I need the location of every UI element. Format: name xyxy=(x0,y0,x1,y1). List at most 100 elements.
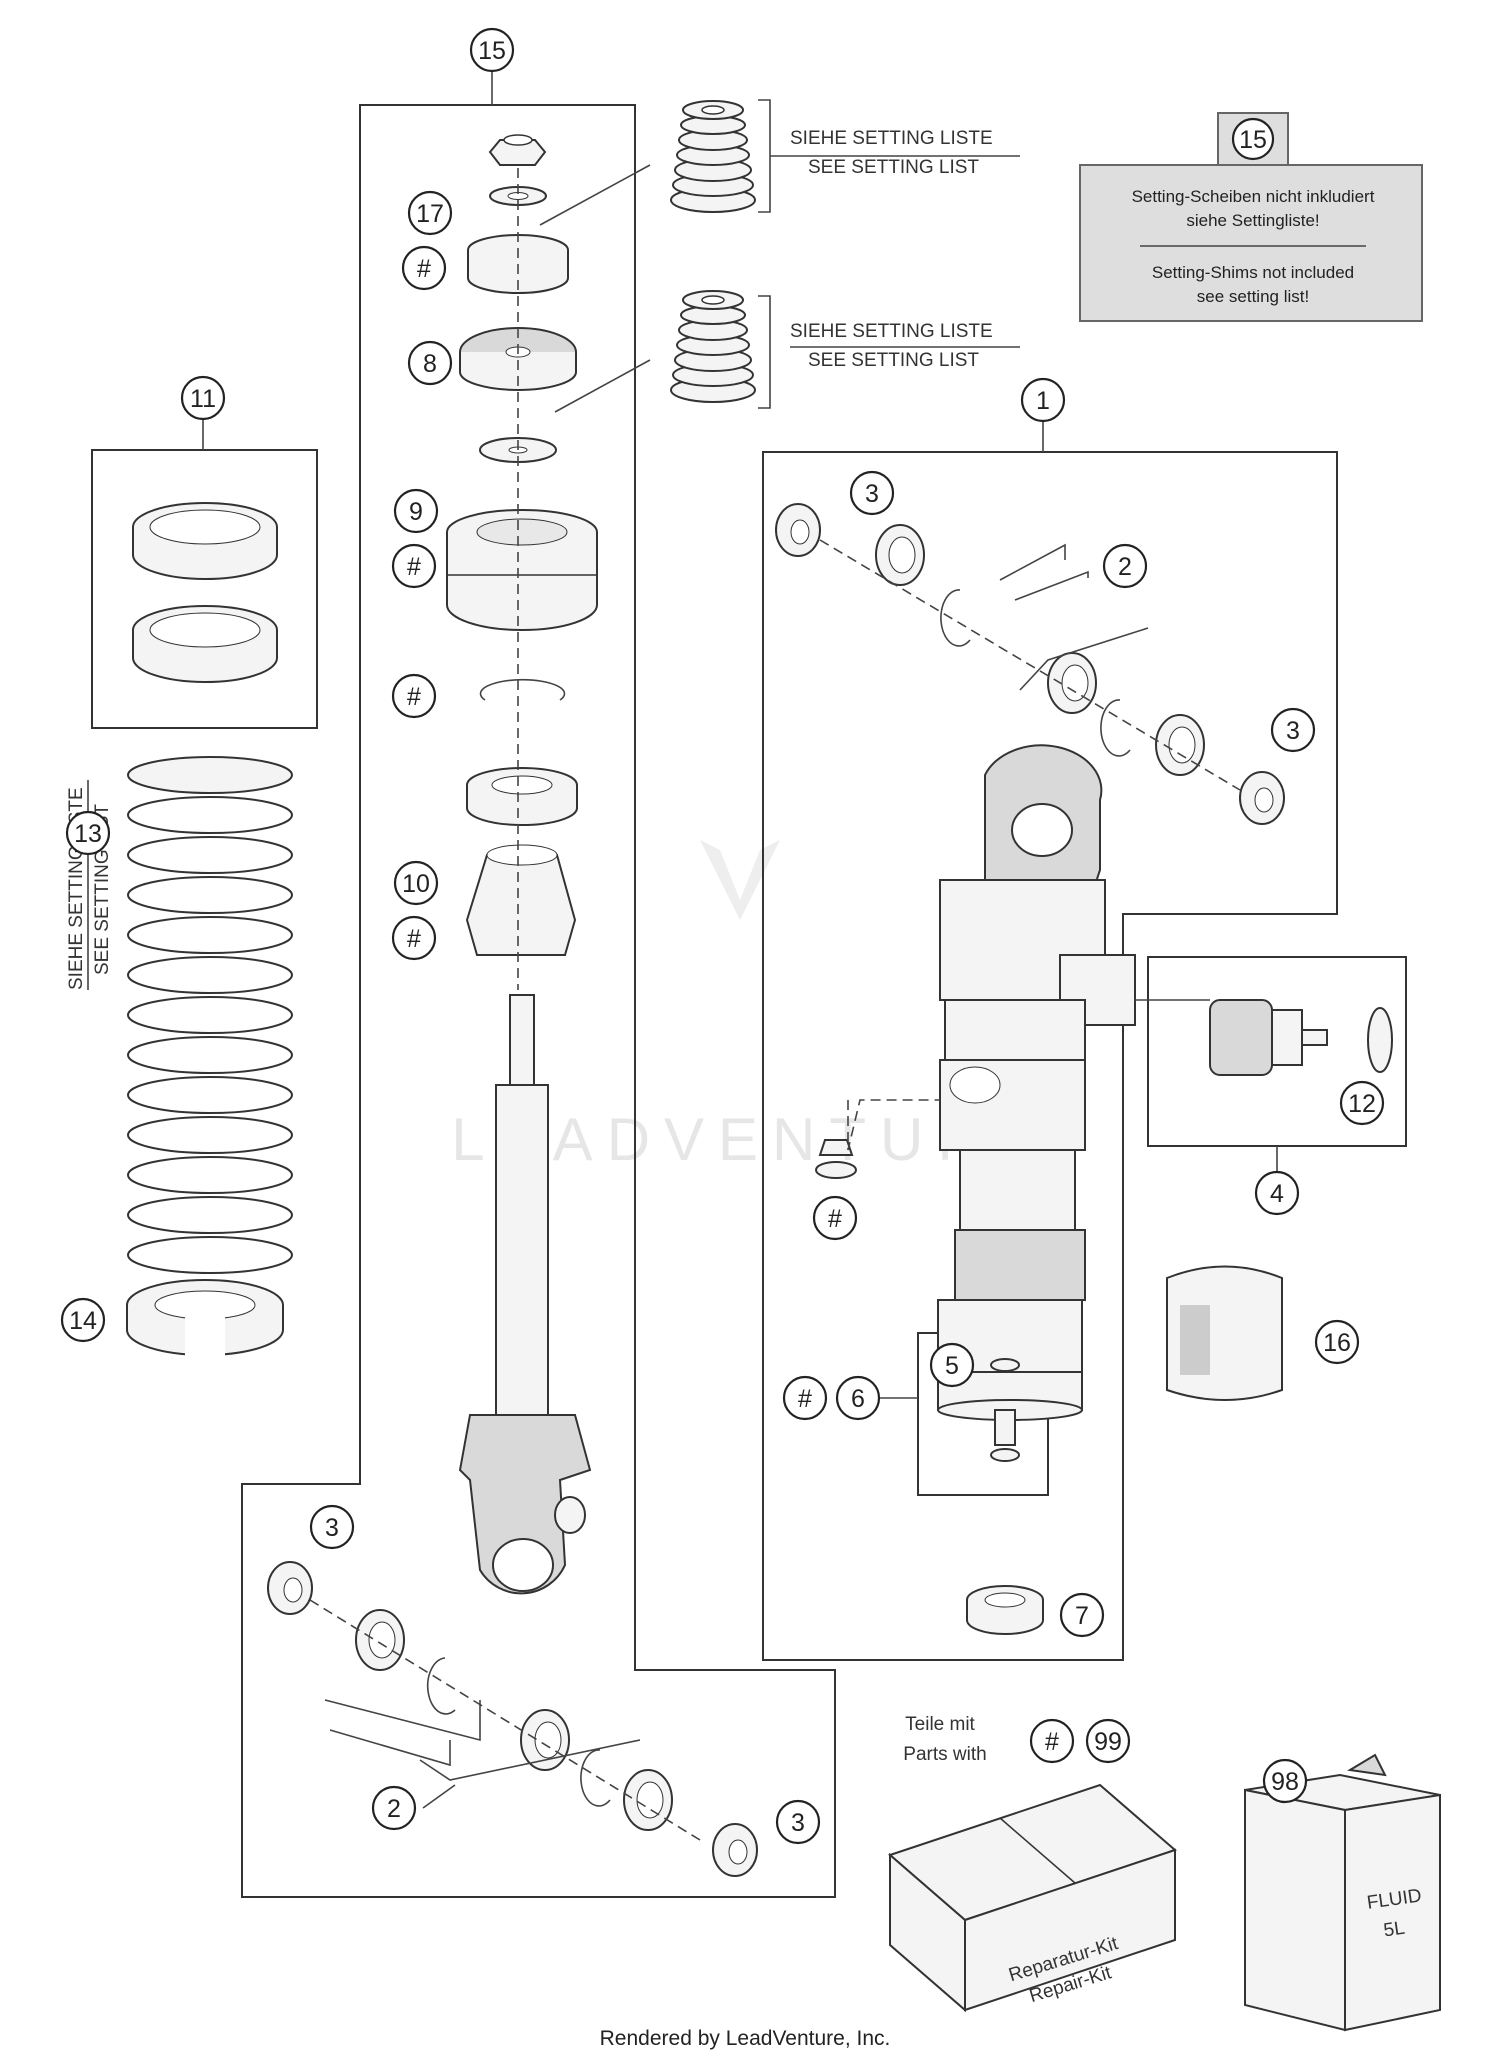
shim-bracket-upper xyxy=(758,99,771,213)
lower-bearing-kit xyxy=(267,1561,758,1877)
callout-label: 3 xyxy=(325,1514,339,1542)
callout-label: 2 xyxy=(1118,553,1132,581)
callout-label: # xyxy=(417,255,431,283)
sticker-16 xyxy=(1166,1265,1283,1401)
watermark-logo-icon xyxy=(700,840,780,920)
callout-label: 7 xyxy=(1075,1602,1089,1630)
callout-label: 6 xyxy=(851,1385,865,1413)
note-en-line2: see setting list! xyxy=(1197,287,1309,306)
callout-label: 8 xyxy=(423,350,437,378)
callout-label: # xyxy=(828,1205,842,1233)
repair-kit-box: Reparatur-Kit Repair-Kit xyxy=(888,1783,1177,2013)
callout-c15-top: 15 xyxy=(469,27,515,73)
footer-credit: Rendered by LeadVenture, Inc. xyxy=(600,2027,891,2050)
callout-c98: 98 xyxy=(1262,1758,1308,1804)
callout-label: 15 xyxy=(478,37,506,65)
fluid-can-98: FLUID 5L xyxy=(1244,1753,1441,2032)
callout-c-hash-6: # xyxy=(782,1375,828,1421)
callout-label: 5 xyxy=(945,1352,959,1380)
bump-stop-10 xyxy=(465,854,577,956)
callout-c99: 99 xyxy=(1085,1718,1131,1764)
setting-label-en-1: SEE SETTING LIST xyxy=(808,157,979,178)
callout-label: 12 xyxy=(1348,1090,1376,1118)
callout-label: 17 xyxy=(416,200,444,228)
callout-label: 99 xyxy=(1094,1728,1122,1756)
note-en-line1: Setting-Shims not included xyxy=(1152,263,1354,282)
lower-clevis xyxy=(458,1414,592,1595)
shock-body-1 xyxy=(937,744,1136,1421)
callout-label: 10 xyxy=(402,870,430,898)
callout-label: # xyxy=(407,683,421,711)
nut xyxy=(488,139,547,166)
callout-c-hash-17: # xyxy=(401,245,447,291)
spring-13 xyxy=(127,756,293,1274)
callout-label: 3 xyxy=(791,1809,805,1837)
callout-c9: 9 xyxy=(393,488,439,534)
callout-c15-note: 15 xyxy=(1231,117,1275,161)
parts-with-en: Parts with xyxy=(903,1744,986,1765)
setting-label-en-2: SEE SETTING LIST xyxy=(808,350,979,371)
note-de-line2: siehe Settingliste! xyxy=(1186,211,1319,230)
spring-seat-14 xyxy=(126,1279,284,1360)
callout-c2-left: 2 xyxy=(371,1785,417,1831)
callout-c-hash-ring: # xyxy=(391,673,437,719)
frame-11 xyxy=(91,449,318,729)
callout-c3-left-top: 3 xyxy=(309,1504,355,1550)
callout-c2-right: 2 xyxy=(1102,543,1148,589)
callout-c17: 17 xyxy=(407,190,453,236)
callout-label: 16 xyxy=(1323,1329,1351,1357)
callout-c3-left-bottom: 3 xyxy=(775,1799,821,1845)
piston-rod-group-frame xyxy=(241,104,836,1898)
callout-c-hash-99: # xyxy=(1029,1718,1075,1764)
callout-c10: 10 xyxy=(393,860,439,906)
piston-rod xyxy=(495,1084,549,1421)
callout-label: 11 xyxy=(190,385,216,413)
shim-stack-upper xyxy=(670,100,756,213)
adjuster-valve-12 xyxy=(1135,999,1393,1076)
callout-label: # xyxy=(1045,1728,1059,1756)
setting-note-box: Setting-Scheiben nicht inkludiert siehe … xyxy=(1079,112,1423,322)
parts-with-de: Teile mit xyxy=(905,1714,975,1735)
frame-1 xyxy=(762,451,1338,1661)
callout-c3-right-mid: 3 xyxy=(1270,707,1316,753)
callout-c-hash-9: # xyxy=(391,543,437,589)
shim-bracket-lower xyxy=(758,295,771,409)
lock-nuts-11 xyxy=(132,502,278,683)
callout-label: 3 xyxy=(865,480,879,508)
callout-label: 13 xyxy=(74,820,102,848)
shim-stack-lower xyxy=(670,290,756,403)
callout-label: # xyxy=(798,1385,812,1413)
callout-label: 98 xyxy=(1271,1768,1299,1796)
callout-c12: 12 xyxy=(1339,1080,1385,1126)
snap-ring xyxy=(479,678,566,701)
callout-label: 9 xyxy=(409,498,423,526)
piston-rod-top xyxy=(509,994,535,1096)
callout-label: 4 xyxy=(1270,1180,1284,1208)
callout-c13: 13 xyxy=(65,810,111,856)
callout-c8: 8 xyxy=(407,340,453,386)
callout-label: 14 xyxy=(69,1307,97,1335)
callout-c6: 6 xyxy=(835,1375,881,1421)
valve-parts-5-6-7 xyxy=(966,1358,1044,1635)
callout-c1: 1 xyxy=(1020,377,1066,423)
bleed-valve xyxy=(815,1099,940,1179)
callout-c7: 7 xyxy=(1059,1592,1105,1638)
callout-label: 1 xyxy=(1036,387,1050,415)
piston-rod-assembly xyxy=(446,134,598,1595)
setting-label-de-1: SIEHE SETTING LISTE xyxy=(790,128,993,149)
fluid-label-2: 5L xyxy=(1382,1918,1406,1942)
callout-c-hash-valve: # xyxy=(812,1195,858,1241)
callout-c4: 4 xyxy=(1254,1170,1300,1216)
note-de-line1: Setting-Scheiben nicht inkludiert xyxy=(1132,187,1375,206)
callout-c3-right-top: 3 xyxy=(849,470,895,516)
upper-bearing-kit xyxy=(775,503,1285,825)
callout-c14: 14 xyxy=(60,1297,106,1343)
callout-label: 3 xyxy=(1286,717,1300,745)
callout-c-hash-10: # xyxy=(391,915,437,961)
shim-leader-lower xyxy=(554,359,651,413)
shim-leader-upper xyxy=(539,164,651,226)
svg-text:15: 15 xyxy=(1239,126,1267,154)
